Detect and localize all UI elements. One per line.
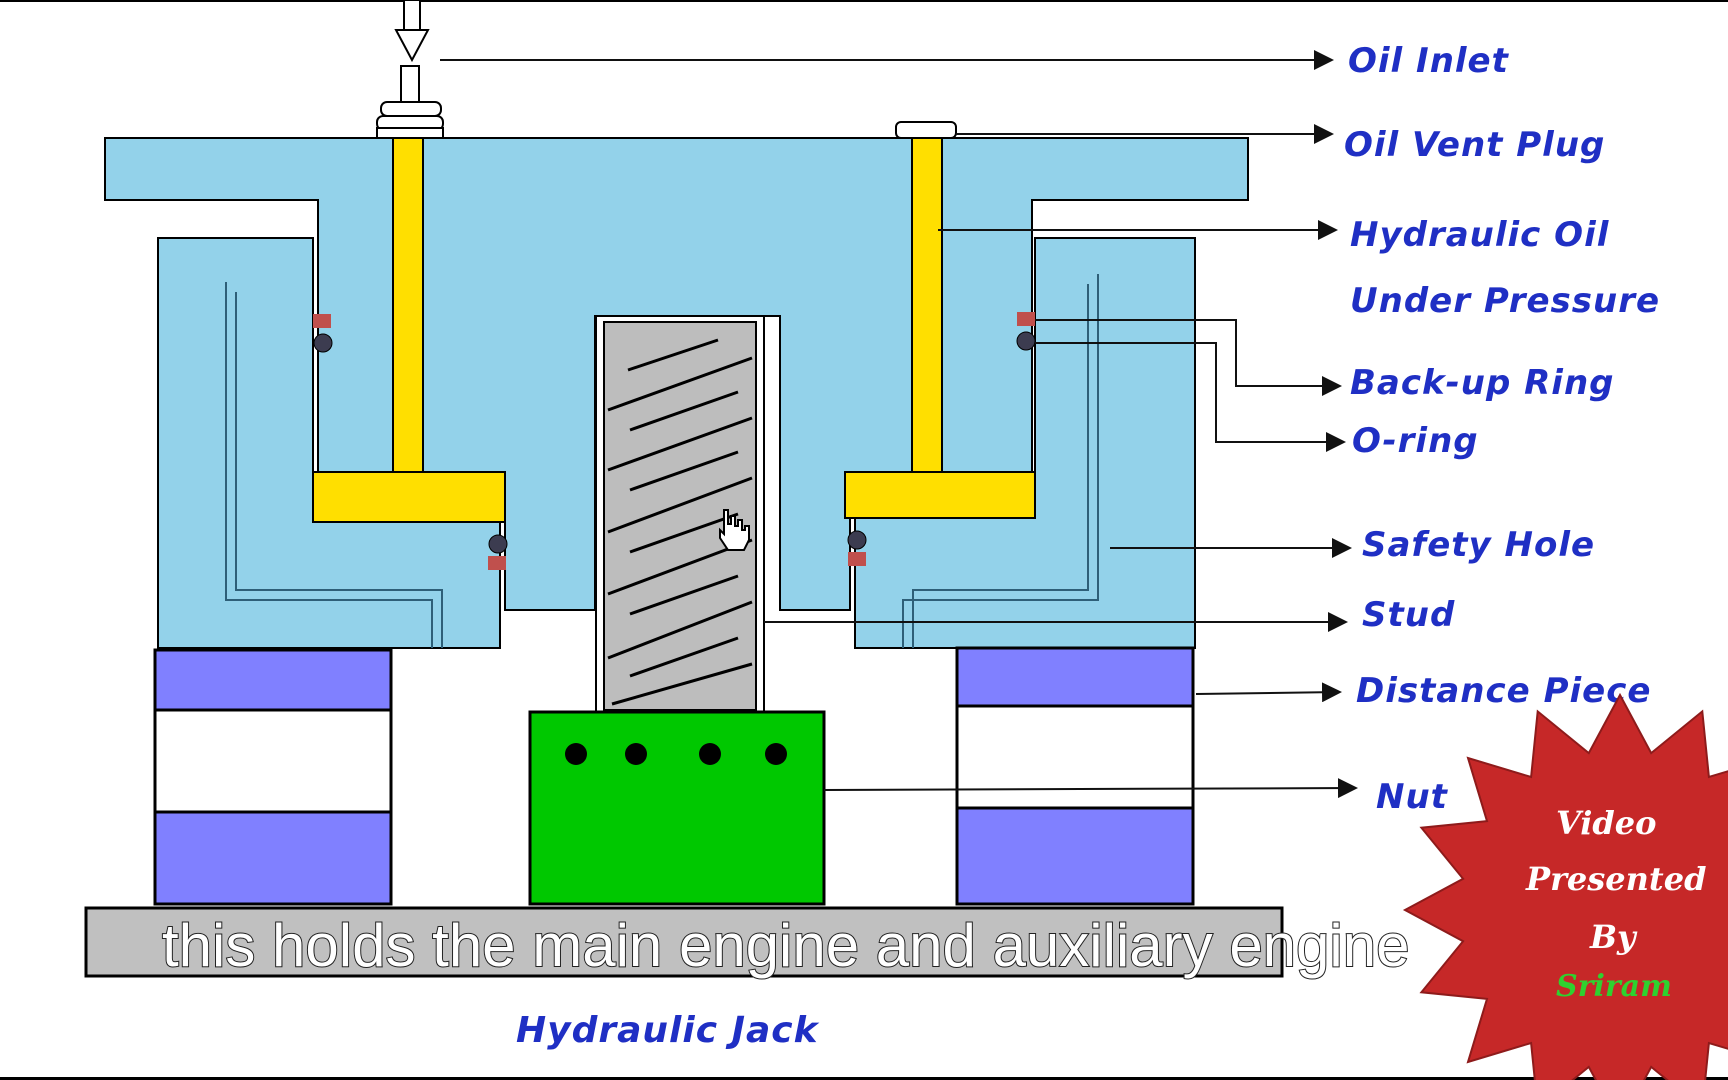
leader-lines [440, 50, 1358, 799]
seals [313, 312, 1036, 570]
label-safety-hole: Safety Hole [1362, 525, 1595, 565]
label-distance-piece: Distance Piece [1356, 671, 1651, 711]
nut [528, 710, 826, 906]
badge-name: Sriram [1556, 969, 1672, 1004]
label-o-ring: O-ring [1352, 421, 1479, 461]
o-ring-lower-left [488, 534, 508, 554]
backup-ring-lower-right [848, 552, 866, 566]
hydraulic-oil-passages [312, 137, 1036, 523]
backup-ring-upper-left [313, 314, 331, 328]
backup-ring-upper-right [1017, 312, 1035, 326]
label-backup-ring: Back-up Ring [1350, 363, 1615, 403]
diagram-caption: Hydraulic Jack [516, 1010, 820, 1051]
stud [595, 315, 765, 713]
badge-line-2: Presented [1525, 860, 1706, 898]
o-ring-upper-left [313, 333, 333, 353]
o-ring-upper-right [1016, 331, 1036, 351]
jack-body [104, 137, 1249, 649]
presenter-badge: Video Presented By Sriram [1402, 692, 1728, 1080]
backup-ring-lower-left [488, 556, 506, 570]
hand-cursor-icon [719, 509, 750, 551]
oil-inlet-arrow [394, 0, 430, 63]
badge-line-3: By [1589, 918, 1638, 956]
label-oil-inlet: Oil Inlet [1348, 41, 1510, 81]
distance-piece-left [153, 648, 393, 906]
label-under-pressure: Under Pressure [1350, 281, 1660, 321]
o-ring-lower-right [847, 530, 867, 550]
distance-piece-right [955, 646, 1195, 906]
label-oil-vent-plug: Oil Vent Plug [1344, 125, 1605, 165]
safety-hole-channels [225, 274, 1099, 648]
label-hydraulic-oil: Hydraulic Oil [1350, 215, 1610, 255]
video-subtitle: this holds the main engine and auxiliary… [162, 912, 1410, 979]
label-stud: Stud [1362, 595, 1455, 635]
label-nut: Nut [1376, 777, 1449, 817]
oil-vent-plug [895, 121, 957, 139]
badge-line-1: Video [1556, 804, 1657, 842]
base-plate [84, 906, 1284, 978]
oil-inlet-fitting [376, 65, 444, 139]
